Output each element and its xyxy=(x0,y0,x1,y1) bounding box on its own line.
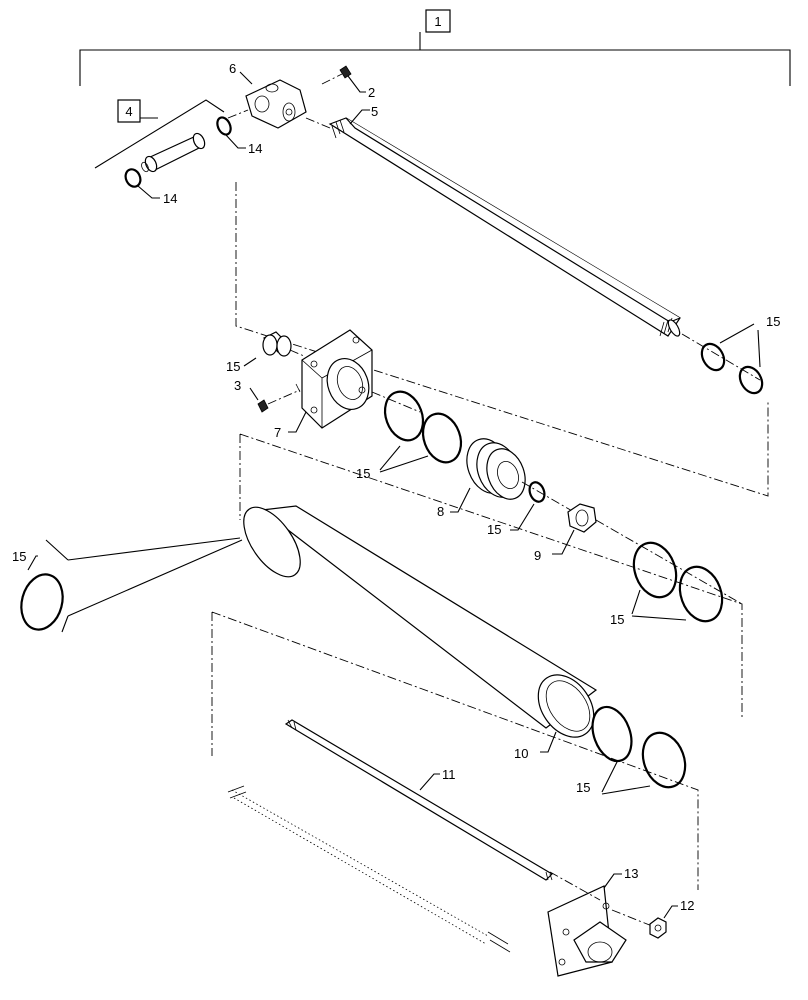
group-outline-middle xyxy=(239,433,743,720)
centerline-pin xyxy=(227,109,249,119)
barrel-oring: 15 xyxy=(12,537,243,633)
callout-14-right: 14 xyxy=(248,141,262,156)
callout-1: 1 xyxy=(434,14,441,29)
pin-kit: 4 14 14 xyxy=(94,99,262,206)
callout-10: 10 xyxy=(514,746,528,761)
pin-retaining-ring-left xyxy=(124,168,142,188)
callout-15-bushing: 15 xyxy=(226,359,240,374)
callout-15-piston-inner: 15 xyxy=(487,522,501,537)
callout-11: 11 xyxy=(442,767,456,782)
callout-12: 12 xyxy=(680,898,694,913)
piston-seal-2 xyxy=(678,565,724,623)
callout-15-rod-end: 15 xyxy=(766,314,780,329)
gland-seal-1 xyxy=(383,390,425,442)
callout-3: 3 xyxy=(234,378,241,393)
callout-15-gland-seals: 15 xyxy=(356,466,370,481)
barrel-end-ring-2 xyxy=(641,731,687,789)
callout-15-barrel-end: 15 xyxy=(576,780,590,795)
barrel: 10 xyxy=(243,505,598,761)
bushing: 15 xyxy=(226,331,305,374)
callout-14-left: 14 xyxy=(163,191,177,206)
tie-rod: 11 xyxy=(284,719,553,881)
rod-clevis: 6 xyxy=(229,61,307,129)
base-clevis: 13 xyxy=(547,866,638,977)
group-outline-upper xyxy=(235,182,769,497)
clevis-pin xyxy=(141,132,206,173)
piston-inner-ring xyxy=(528,481,546,503)
tie-rod-nut: 12 xyxy=(611,898,694,939)
barrel-end-ring-1 xyxy=(591,705,633,763)
callout-15-barrel-oring: 15 xyxy=(12,549,26,564)
rod-end-ring-2 xyxy=(738,365,764,395)
piston-seal-1 xyxy=(632,541,678,599)
callout-13: 13 xyxy=(624,866,638,881)
gland: 7 xyxy=(274,329,373,440)
callout-9: 9 xyxy=(534,548,541,563)
piston-nut: 9 xyxy=(534,503,597,563)
callout-7: 7 xyxy=(274,425,281,440)
callout-6: 6 xyxy=(229,61,236,76)
piston-rod: 5 xyxy=(305,104,681,337)
pin-retaining-ring-right xyxy=(216,116,232,136)
callout-15-piston-seals: 15 xyxy=(610,612,624,627)
rod-end-ring-1 xyxy=(700,342,726,372)
callout-2: 2 xyxy=(368,85,375,100)
set-screw-gland: 3 xyxy=(234,378,301,413)
assembly-bracket: 1 xyxy=(79,9,791,86)
callout-5: 5 xyxy=(371,104,378,119)
piston: 8 xyxy=(437,438,526,519)
callout-4: 4 xyxy=(125,104,132,119)
group-outline-lower xyxy=(211,611,699,890)
set-screw-top: 2 xyxy=(321,65,375,100)
gland-seal-2 xyxy=(421,412,463,464)
tie-rod-ghost xyxy=(227,785,511,953)
callout-8: 8 xyxy=(437,504,444,519)
